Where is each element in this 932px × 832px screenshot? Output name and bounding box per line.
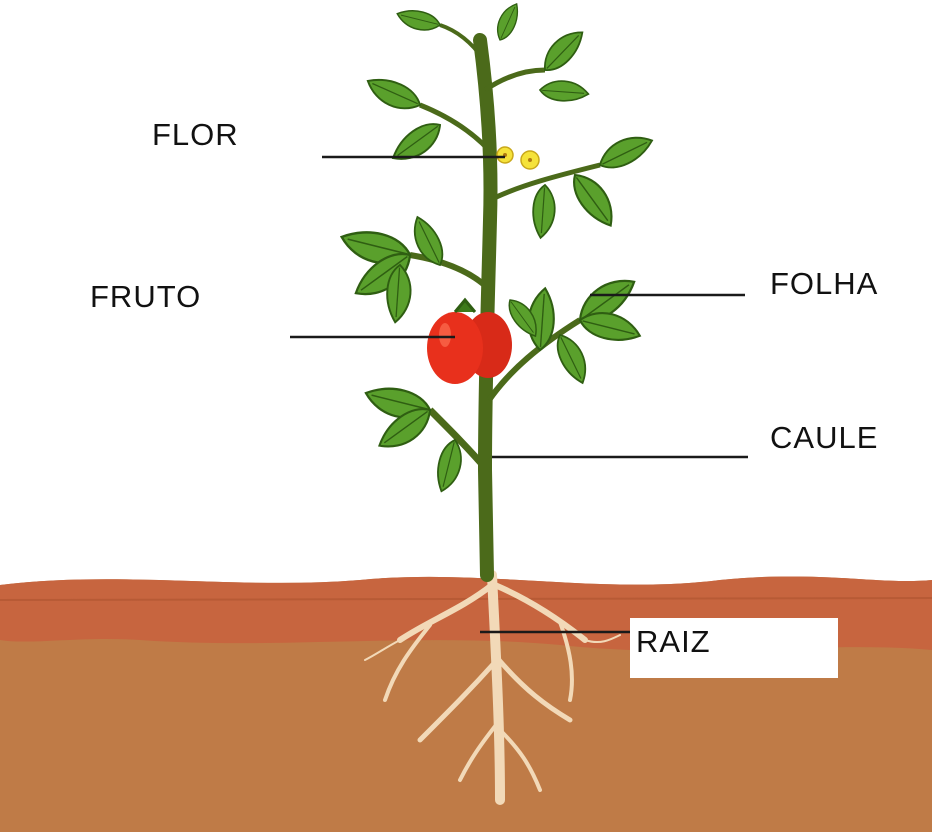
leaves [337,0,656,494]
stem [410,25,600,575]
label-raiz: RAIZ [636,626,711,657]
leader-lines [290,157,748,632]
label-fruto: FRUTO [90,281,201,312]
label-caule: CAULE [770,422,878,453]
tomato-fruit [427,300,512,384]
soil [0,576,932,832]
label-flor: FLOR [152,119,239,150]
label-folha: FOLHA [770,268,878,299]
